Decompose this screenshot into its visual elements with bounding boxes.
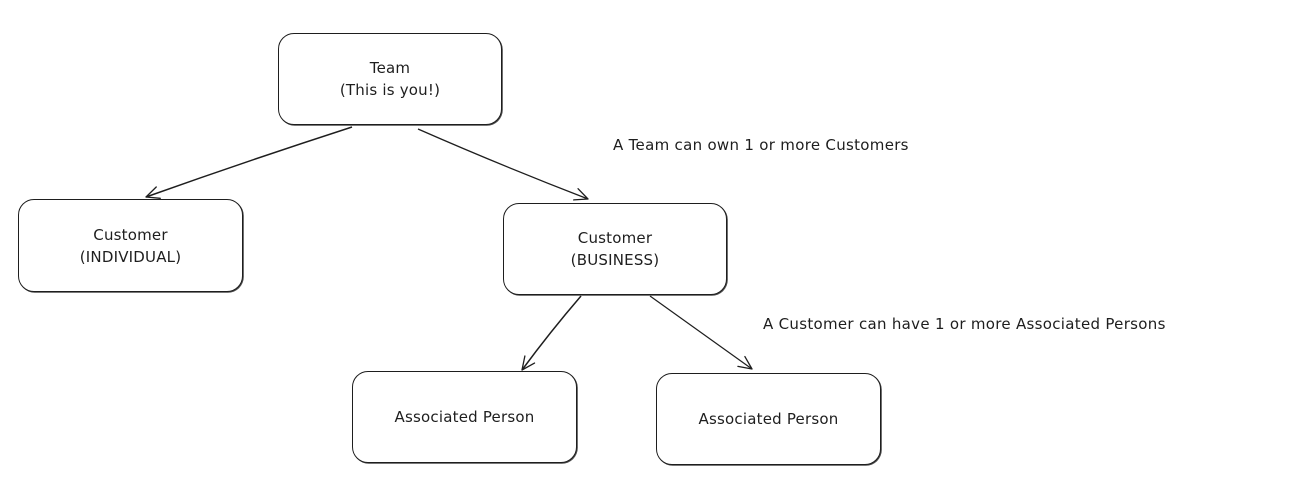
- edge-team-to-customer-business: [417, 128, 589, 201]
- edge-team-to-customer-individual: [145, 126, 353, 199]
- customer-business-node-title: Customer: [577, 229, 653, 247]
- customer-individual-node-subtitle: (INDIVIDUAL): [79, 247, 182, 266]
- associated-person-node-2[interactable]: Associated Person: [656, 373, 881, 465]
- associated-person-node-1-label: Associated Person: [394, 408, 535, 426]
- customer-business-node-subtitle: (BUSINESS): [570, 251, 660, 269]
- team-node-title: Team: [369, 59, 411, 77]
- customer-business-node[interactable]: Customer (BUSINESS): [503, 203, 727, 295]
- customer-persons-annotation: A Customer can have 1 or more Associated…: [763, 315, 1166, 333]
- customer-individual-node[interactable]: Customer (INDIVIDUAL): [18, 199, 243, 292]
- team-node-subtitle: (This is you!): [339, 81, 441, 99]
- team-node[interactable]: Team (This is you!): [278, 33, 502, 125]
- associated-person-node-2-label: Associated Person: [698, 410, 839, 428]
- edge-customer-business-to-associated-person-2: [649, 295, 753, 370]
- customer-individual-node-title: Customer: [93, 225, 168, 244]
- edge-customer-business-to-associated-person-1: [521, 295, 582, 371]
- team-customers-annotation: A Team can own 1 or more Customers: [613, 136, 909, 154]
- associated-person-node-1[interactable]: Associated Person: [352, 371, 577, 463]
